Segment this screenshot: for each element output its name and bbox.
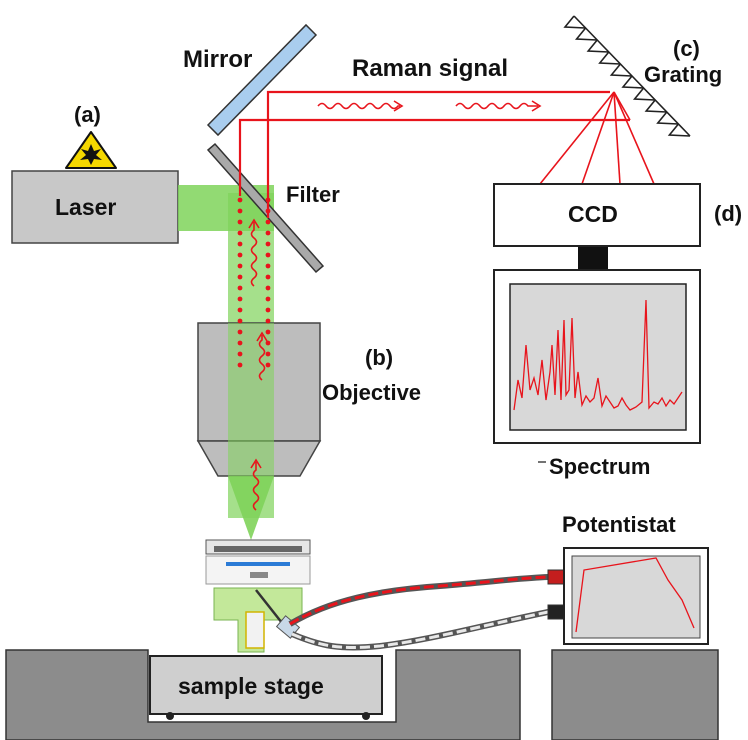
raman-dot (237, 329, 243, 335)
stage-wheel-right (362, 712, 370, 720)
grating-tooth (609, 63, 633, 77)
ccd-box (493, 183, 701, 247)
label-raman-signal: Raman signal (352, 55, 509, 82)
label-grating-tag: (c) (673, 36, 700, 61)
raman-dot (265, 197, 271, 203)
laser-warning-icon (65, 131, 117, 169)
ccd-connector (578, 247, 608, 269)
raman-dot (265, 318, 271, 324)
label-objective: Objective (322, 380, 422, 405)
raman-dot (265, 351, 271, 357)
laser-box (11, 170, 179, 244)
raman-dot (237, 208, 243, 214)
potentiostat-cables (288, 574, 549, 651)
raman-dot (265, 263, 271, 269)
objective-beam (228, 323, 274, 476)
label-spectrum: Spectrum (549, 454, 651, 479)
label-ccd-tag: (d) (714, 201, 743, 226)
raman-dot (237, 307, 243, 313)
grating-tooth (656, 111, 679, 125)
label-objective-tag: (b) (365, 345, 394, 370)
raman-dot (265, 274, 271, 280)
diffracted-rays (539, 91, 655, 185)
raman-dot (237, 351, 243, 357)
label-sample-stage: sample stage (178, 673, 324, 699)
raman-dot (265, 285, 271, 291)
grating-tooth (586, 39, 609, 53)
potentiostat-trace (575, 557, 695, 633)
grating-tooth (632, 87, 656, 101)
focused-laser-cone (228, 476, 274, 540)
label-potentiostat: Potentistat (562, 512, 676, 537)
grating-tooth (621, 75, 644, 89)
raman-dot (237, 241, 243, 247)
raman-dot (265, 329, 271, 335)
raman-dot (265, 219, 271, 225)
raman-dot (265, 241, 271, 247)
mirror-plate (206, 23, 318, 137)
raman-dot (237, 252, 243, 258)
raman-dot (265, 208, 271, 214)
label-mirror: Mirror (183, 46, 253, 73)
grating-tooth (598, 51, 621, 65)
stage-wheel-left (166, 712, 174, 720)
spectrum-monitor (493, 269, 701, 444)
grating: (function(){ const g = document.currentS… (563, 15, 691, 137)
raman-dot (265, 296, 271, 302)
raman-dot (237, 230, 243, 236)
raman-dot (237, 263, 243, 269)
red-plug (547, 569, 565, 585)
raman-dot (237, 219, 243, 225)
grating-tooth (644, 99, 667, 113)
grating-tooth (667, 123, 691, 137)
label-grating: Grating (644, 62, 723, 87)
sample-stage (149, 655, 383, 720)
potentiostat-box (563, 547, 709, 645)
electrochemical-cell (205, 539, 311, 653)
raman-dot (237, 296, 243, 302)
raman-dot (237, 274, 243, 280)
base-platform (5, 649, 719, 740)
raman-dotted-columns: (function(){ const g = document.currentS… (237, 197, 271, 368)
raman-dot (237, 362, 243, 368)
black-plug (547, 604, 565, 620)
grating-tooth (574, 27, 598, 41)
raman-dot (265, 340, 271, 346)
raman-dot (265, 307, 271, 313)
filter-plate (206, 142, 325, 274)
raman-dot (237, 285, 243, 291)
raman-signal-beam (238, 90, 630, 218)
raman-dot (237, 318, 243, 324)
label-ccd: CCD (568, 201, 618, 227)
raman-dot (265, 230, 271, 236)
grating-tooth (563, 15, 586, 29)
raman-dot (237, 197, 243, 203)
raman-dot (265, 362, 271, 368)
label-filter: Filter (286, 182, 340, 207)
raman-dot (265, 252, 271, 258)
spectrum-trace (513, 299, 683, 411)
raman-dot (237, 340, 243, 346)
potentiostat-pedestal (551, 649, 719, 740)
label-laser-tag: (a) (74, 102, 101, 127)
label-laser: Laser (55, 194, 117, 220)
raman-wavy-arrows (248, 100, 542, 511)
